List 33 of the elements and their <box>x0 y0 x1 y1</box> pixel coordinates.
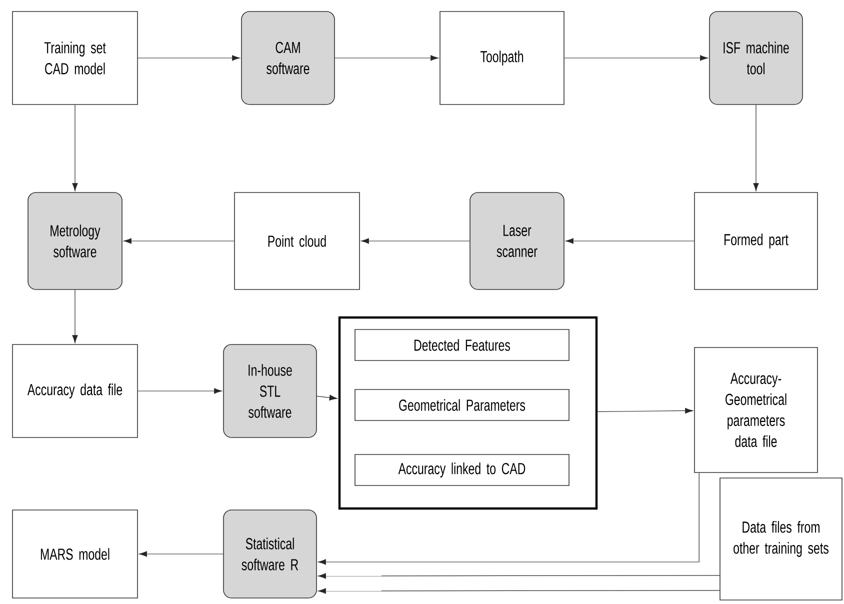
arrow <box>138 551 224 557</box>
process-box: MARS model <box>12 510 138 598</box>
arrow <box>318 588 720 594</box>
process-box: Accuracy data file <box>12 344 138 438</box>
software-box: Statistical software R <box>223 510 317 598</box>
arrow <box>318 472 700 565</box>
arrow <box>138 388 222 394</box>
software-box: Laser scanner <box>470 192 564 290</box>
process-box: Point cloud <box>234 192 360 290</box>
process-box: Formed part <box>694 192 818 290</box>
process-box: Training set CAD model <box>12 11 138 105</box>
arrow <box>334 55 439 61</box>
arrow <box>72 104 78 192</box>
arrow <box>123 238 234 244</box>
arrow <box>72 290 78 343</box>
process-box: Accuracy-Geometrical parameters data file <box>694 347 818 473</box>
process-box: Toolpath <box>440 11 564 105</box>
arrow <box>597 408 694 414</box>
software-box: In-house STL software <box>223 344 317 438</box>
arrow <box>316 394 338 400</box>
software-box: Metrology software <box>28 192 122 290</box>
software-box: ISF machine tool <box>709 11 803 105</box>
process-box: Data files from other training sets <box>720 478 842 600</box>
arrow <box>753 104 759 192</box>
arrow <box>564 55 708 61</box>
arrow <box>360 238 470 244</box>
arrow <box>318 573 720 579</box>
process-box: Detected Features <box>354 329 570 361</box>
arrow <box>565 238 694 244</box>
process-box: Geometrical Parameters <box>354 389 570 421</box>
software-box: CAM software <box>241 11 335 105</box>
process-box: Accuracy linked to CAD <box>354 454 570 486</box>
arrow <box>138 55 240 61</box>
